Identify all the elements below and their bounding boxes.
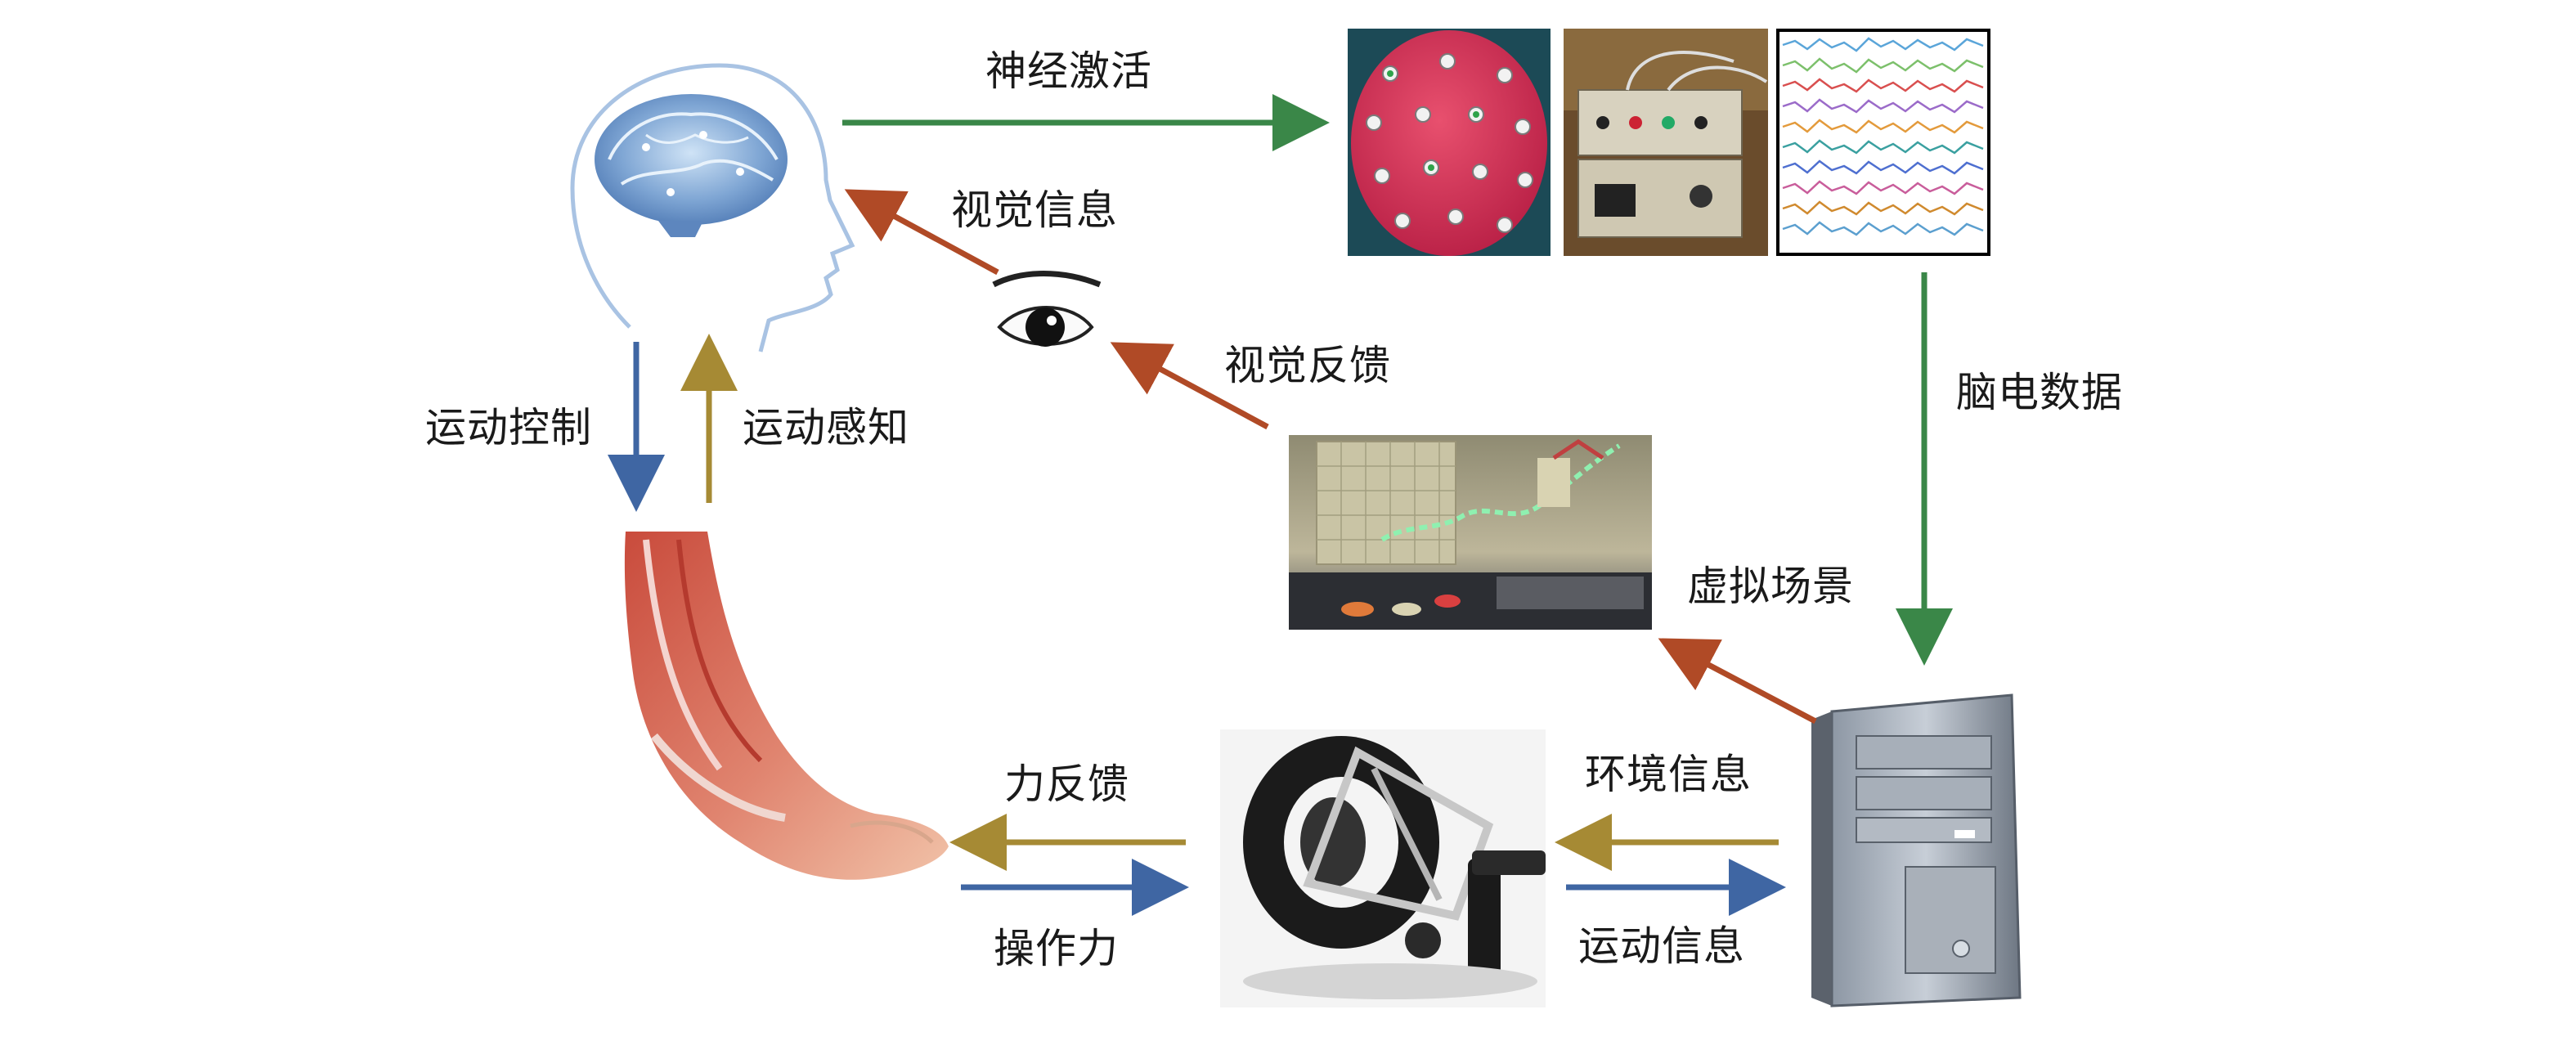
label-motion-perception: 运动感知 — [743, 404, 909, 451]
arm-muscle-image — [624, 532, 949, 880]
label-motion-info: 运动信息 — [1578, 922, 1745, 970]
eeg-cap-image — [1348, 29, 1551, 256]
eye-icon — [992, 271, 1102, 347]
label-visual-info: 视觉信息 — [951, 186, 1118, 234]
label-neural-activation: 神经激活 — [985, 47, 1152, 95]
label-force-feedback: 力反馈 — [1004, 761, 1129, 808]
arrow-visual-info — [844, 189, 999, 276]
haptic-device-image — [1220, 729, 1546, 1007]
label-environment-info: 环境信息 — [1585, 751, 1752, 798]
computer-tower-image — [1811, 693, 2022, 1007]
virtual-scene-image — [1289, 435, 1652, 630]
label-virtual-scene: 虚拟场景 — [1687, 563, 1854, 610]
head-brain-icon — [570, 63, 855, 352]
label-motion-control: 运动控制 — [425, 404, 592, 451]
label-eeg-data: 脑电数据 — [1956, 369, 2123, 416]
eeg-amplifier-image — [1564, 29, 1768, 256]
arrow-visual-feedback — [1110, 342, 1269, 430]
eeg-signal-plot — [1776, 29, 1990, 256]
arrow-virtual-scene — [1658, 638, 1817, 725]
label-visual-feedback: 视觉反馈 — [1224, 342, 1391, 389]
label-operating-force: 操作力 — [994, 925, 1119, 972]
